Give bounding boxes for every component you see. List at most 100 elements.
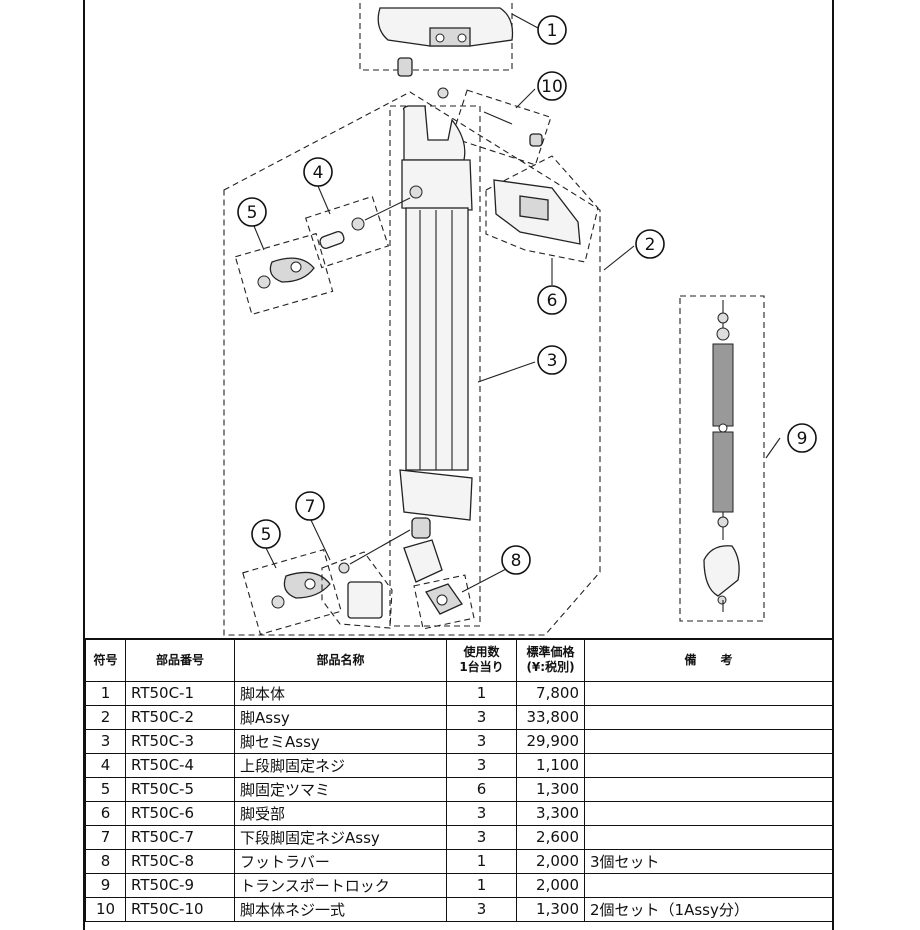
cell-part-name: 脚本体 — [234, 680, 447, 706]
part-5-knob-upper — [234, 232, 334, 316]
svg-text:4: 4 — [313, 163, 324, 183]
cell-part-number: RT50C-7 — [125, 824, 235, 850]
cell-part-name: 脚セミAssy — [234, 728, 447, 754]
header-no: 符号 — [85, 638, 126, 682]
cell-price: 2,000 — [516, 848, 585, 874]
part-9-transport-lock — [679, 295, 765, 622]
part-5-knob-lower — [242, 548, 342, 636]
cell-price: 29,900 — [516, 728, 585, 754]
cell-no: 7 — [85, 824, 126, 850]
cell-no: 2 — [85, 704, 126, 730]
cell-remarks: 2個セット（1Assy分） — [584, 896, 833, 922]
cell-qty: 1 — [446, 680, 517, 706]
cell-qty: 1 — [446, 872, 517, 898]
svg-text:10: 10 — [541, 77, 563, 97]
cell-no: 8 — [85, 848, 126, 874]
svg-text:2: 2 — [645, 235, 656, 255]
callout-10: 10 — [537, 71, 567, 101]
callout-5-upper: 5 — [237, 197, 267, 227]
callout-1: 1 — [537, 15, 567, 45]
cell-part-number: RT50C-3 — [125, 728, 235, 754]
header-part-name: 部品名称 — [234, 638, 447, 682]
cell-no: 6 — [85, 800, 126, 826]
cell-part-name: 脚受部 — [234, 800, 447, 826]
cell-part-number: RT50C-8 — [125, 848, 235, 874]
cell-no: 9 — [85, 872, 126, 898]
callout-9: 9 — [787, 423, 817, 453]
callout-5-lower: 5 — [251, 519, 281, 549]
cell-no: 5 — [85, 776, 126, 802]
svg-text:5: 5 — [261, 525, 272, 545]
cell-part-name: 脚固定ツマミ — [234, 776, 447, 802]
callout-2: 2 — [635, 229, 665, 259]
cell-part-number: RT50C-2 — [125, 704, 235, 730]
cell-remarks: 3個セット — [584, 848, 833, 874]
cell-qty: 6 — [446, 776, 517, 802]
cell-price: 1,300 — [516, 776, 585, 802]
cell-qty: 3 — [446, 824, 517, 850]
cell-qty: 3 — [446, 896, 517, 922]
part-4-upper-leg-screw — [304, 195, 411, 269]
header-price: 標準価格 (¥:税別) — [516, 638, 585, 682]
svg-text:5: 5 — [247, 203, 258, 223]
cell-part-number: RT50C-5 — [125, 776, 235, 802]
cell-qty: 3 — [446, 728, 517, 754]
cell-qty: 1 — [446, 848, 517, 874]
svg-text:1: 1 — [547, 21, 558, 41]
cell-part-name: 脚本体ネジ一式 — [234, 896, 447, 922]
part-6-leg-receiver — [485, 155, 599, 285]
callout-4: 4 — [303, 157, 333, 187]
svg-text:9: 9 — [797, 429, 808, 449]
cell-remarks — [584, 872, 833, 898]
cell-remarks — [584, 728, 833, 754]
svg-text:8: 8 — [511, 551, 522, 571]
cell-remarks — [584, 704, 833, 730]
part-10-screw — [437, 87, 552, 166]
cell-remarks — [584, 776, 833, 802]
cell-part-number: RT50C-4 — [125, 752, 235, 778]
cell-price: 2,600 — [516, 824, 585, 850]
cell-part-name: フットラバー — [234, 848, 447, 874]
header-qty: 使用数 1台当り — [446, 638, 517, 682]
svg-text:3: 3 — [547, 351, 558, 371]
table-header-row: 符号 部品番号 部品名称 使用数 1台当り 標準価格 (¥:税別) 備 考 — [85, 638, 833, 682]
cell-price: 1,300 — [516, 896, 585, 922]
part-3-leg-semi-assy — [389, 105, 481, 627]
cell-no: 4 — [85, 752, 126, 778]
svg-text:6: 6 — [547, 291, 558, 311]
cell-price: 3,300 — [516, 800, 585, 826]
cell-price: 2,000 — [516, 872, 585, 898]
cell-remarks — [584, 752, 833, 778]
cell-part-number: RT50C-6 — [125, 800, 235, 826]
cell-remarks — [584, 680, 833, 706]
cell-part-name: 下段脚固定ネジAssy — [234, 824, 447, 850]
header-part-number: 部品番号 — [125, 638, 235, 682]
cell-price: 7,800 — [516, 680, 585, 706]
cell-no: 10 — [85, 896, 126, 922]
callout-6: 6 — [537, 285, 567, 315]
cell-part-name: 脚Assy — [234, 704, 447, 730]
page-frame — [83, 0, 834, 930]
callout-3: 3 — [537, 345, 567, 375]
cell-remarks — [584, 824, 833, 850]
part-7-lower-leg-screw-assy — [321, 529, 411, 629]
cell-no: 3 — [85, 728, 126, 754]
cell-part-name: 上段脚固定ネジ — [234, 752, 447, 778]
part-2-assembly-box — [223, 91, 601, 636]
callout-7: 7 — [295, 491, 325, 521]
callout-8: 8 — [501, 545, 531, 575]
exploded-parts-diagram: 1 10 4 5 2 6 3 9 7 5 8 — [223, 0, 817, 636]
cell-remarks — [584, 800, 833, 826]
cell-part-number: RT50C-10 — [125, 896, 235, 922]
